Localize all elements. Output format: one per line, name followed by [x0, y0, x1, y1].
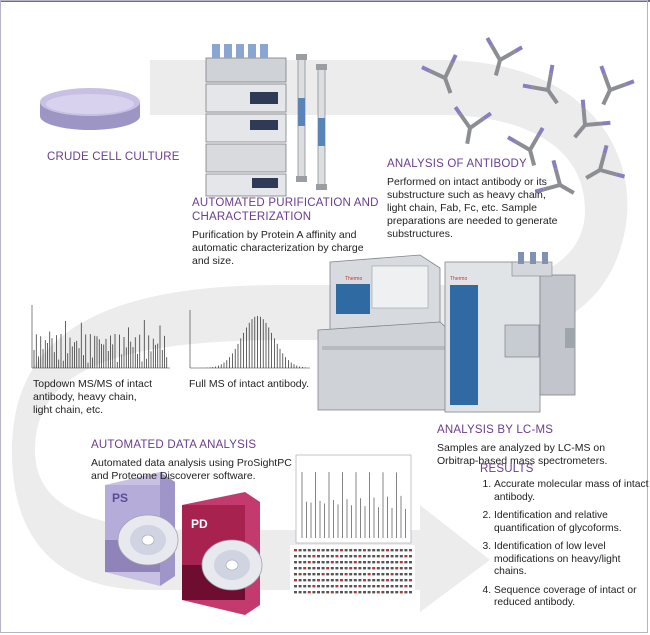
antibody-analysis-body-line5: substructures.: [387, 228, 453, 240]
results-list: Accurate molecular mass of intact antibo…: [480, 479, 650, 616]
purification-title-line1: AUTOMATED PURIFICATION AND: [192, 197, 379, 209]
antibody-icon: [585, 144, 626, 180]
antibody-icon: [453, 106, 492, 145]
antibody-icon: [573, 99, 611, 139]
top-border-line: [0, 0, 650, 2]
results-item: Identification and relative quantificati…: [494, 510, 650, 535]
antibody-analysis-body-line1: Performed on intact antibody or its: [387, 176, 547, 188]
lcms-instrument-right-icon: [444, 252, 576, 413]
purification-title-line2: CHARACTERIZATION: [192, 211, 312, 223]
antibody-analysis-body-line4: preparations are needed to generate: [387, 215, 558, 227]
purification-body-line1: Purification by Protein A affinity and: [192, 229, 357, 241]
topdown-caption-line2: antibody, heavy chain,: [33, 391, 137, 403]
results-item: Accurate molecular mass of intact antibo…: [494, 479, 650, 504]
column-icon: [296, 54, 327, 190]
fullms-caption: Full MS of intact antibody.: [189, 378, 310, 390]
annotated-spectrum-thumbnail: [290, 454, 415, 600]
results-item: Sequence coverage of intact or reduced a…: [494, 585, 650, 610]
results-title: RESULTS: [480, 463, 534, 475]
results-item: Identification of low level modification…: [494, 541, 650, 579]
sequence-coverage-map: [294, 549, 412, 594]
topdown-caption-line1: Topdown MS/MS of intact: [33, 378, 153, 390]
antibody-icon: [534, 159, 575, 195]
lcms-body-line1: Samples are analyzed by LC-MS on: [437, 442, 606, 454]
lcms-title: ANALYSIS BY LC-MS: [437, 424, 554, 436]
antibody-icon: [599, 65, 635, 106]
ps-box-label: PS: [112, 491, 128, 505]
data-analysis-body-line2: and Proteome Discoverer software.: [91, 470, 256, 482]
thermo-logo-left: Thermo: [345, 276, 362, 282]
topdown-caption-line3: light chain, etc.: [33, 404, 104, 416]
petri-dish-icon: [40, 88, 140, 130]
antibody-icon: [506, 126, 545, 166]
purification-body-line2: automatic characterization by charge: [192, 242, 364, 254]
cd-disc-icon: [201, 539, 263, 591]
cd-disc-icon: [117, 514, 179, 566]
crude-cell-culture-label: CRUDE CELL CULTURE: [47, 151, 180, 163]
antibody-analysis-body-line3: light chain, Fab, Fc, etc. Sample: [387, 202, 537, 214]
topdown-spectrum-icon: [31, 305, 170, 369]
thermo-logo-right: Thermo: [450, 276, 467, 282]
antibody-analysis-body-line2: substructure such as heavy chain,: [387, 189, 546, 201]
lcms-instrument-left-icon: [317, 254, 461, 411]
antibody-icon: [485, 36, 524, 76]
antibody-analysis-title: ANALYSIS OF ANTIBODY: [387, 158, 527, 170]
antibody-icon: [421, 54, 458, 94]
purification-body-line3: and size.: [192, 255, 235, 267]
antibody-icons: [421, 36, 635, 195]
fullms-spectrum-icon: [189, 310, 310, 369]
hplc-system-icon: [205, 44, 287, 197]
lcms-body-line2: Orbitrap-based mass spectrometers.: [437, 455, 608, 467]
antibody-icon: [522, 64, 559, 105]
data-analysis-title: AUTOMATED DATA ANALYSIS: [91, 439, 257, 451]
data-analysis-body-line1: Automated data analysis using ProSightPC: [91, 457, 292, 469]
pd-box-label: PD: [191, 517, 208, 531]
